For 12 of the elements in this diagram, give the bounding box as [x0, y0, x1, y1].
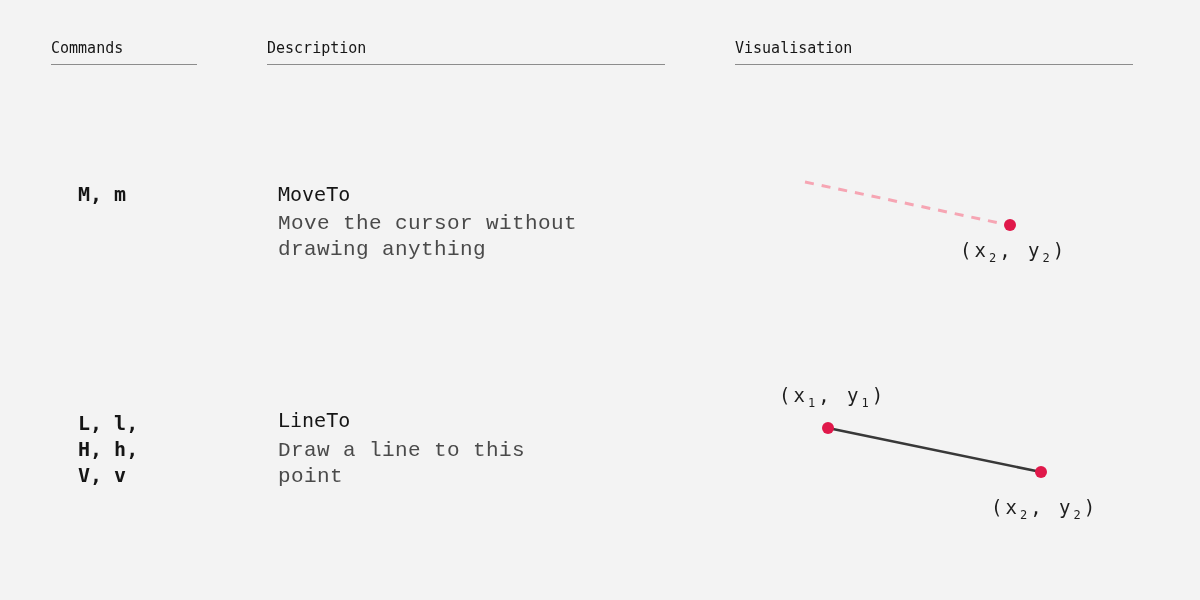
column-header: Description — [267, 38, 367, 58]
command-letters: M, m — [78, 181, 128, 207]
command-description: Move the cursor without drawing anything — [278, 211, 579, 263]
command-letters: L, l, H, h, V, v — [78, 410, 140, 488]
command-description: Draw a line to this point — [278, 438, 527, 490]
column-header: Commands — [51, 38, 124, 58]
command-name: LineTo — [278, 407, 351, 433]
column-header: Visualisation — [735, 38, 853, 58]
coordinate-label: (x$_{2}$, y$_{2}$) — [991, 495, 1099, 524]
coordinate-label: (x$_{2}$, y$_{2}$) — [960, 238, 1068, 267]
command-name: MoveTo — [278, 181, 351, 207]
coordinate-label: (x$_{1}$, y$_{1}$) — [779, 383, 887, 412]
